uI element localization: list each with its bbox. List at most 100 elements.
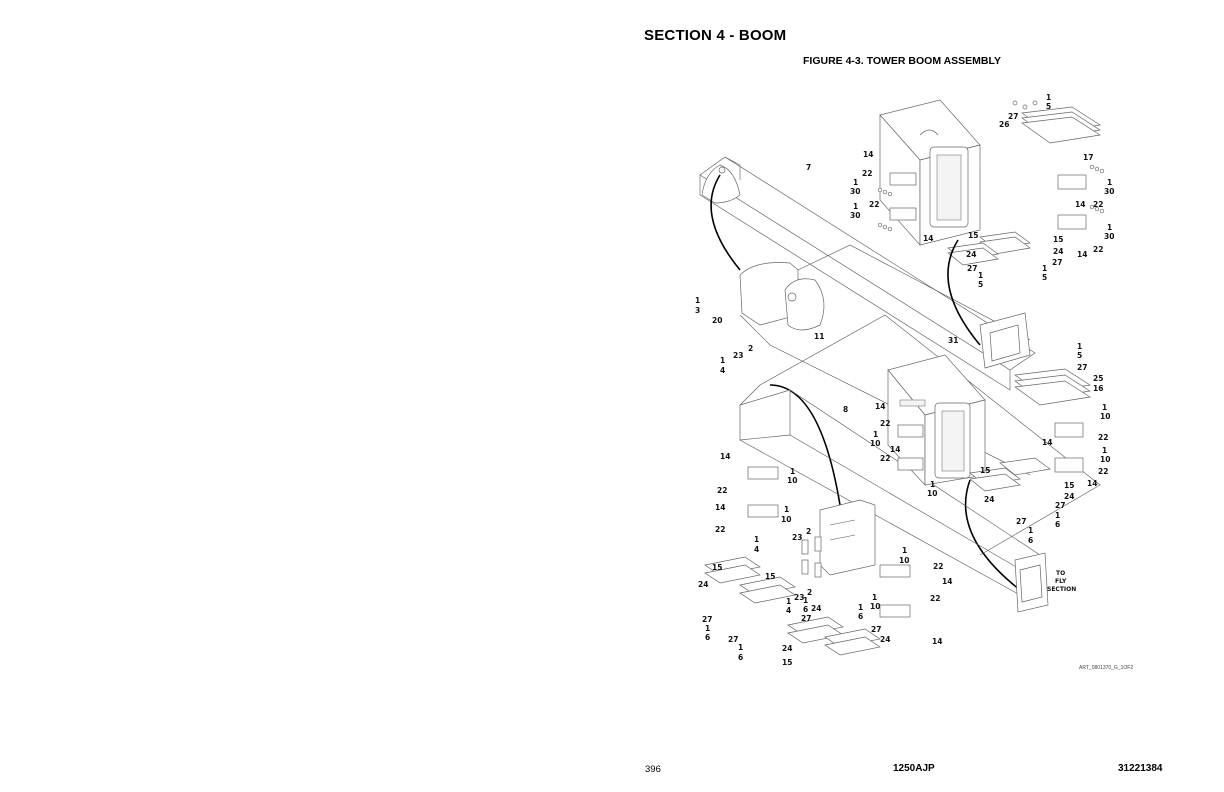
callout-number: 1: [1077, 342, 1082, 351]
callout-number: 27: [1055, 501, 1065, 510]
upper-wear-pads: [877, 100, 1105, 266]
callout-number: 14: [863, 150, 873, 159]
callout-number: 4: [786, 606, 791, 615]
callout-number: 2: [806, 527, 811, 536]
callout-number: 1: [1042, 264, 1047, 273]
model-name: 1250AJP: [893, 763, 935, 774]
callout-number: 1: [803, 596, 808, 605]
callout-number: 23: [792, 533, 802, 542]
page-number: 396: [645, 764, 661, 775]
callout-number: 14: [923, 234, 933, 243]
callout-number: 10: [781, 515, 791, 524]
callout-number: 6: [803, 605, 808, 614]
tower-boom-assembly-illustration: 1 5 27 26 17 14 22 1 30 1 30 22 14 1 30 …: [695, 93, 1114, 667]
callout-number: 14: [720, 452, 730, 461]
callout-number: 1: [786, 597, 791, 606]
callout-number: 22: [880, 454, 890, 463]
callout-number: 2: [748, 344, 753, 353]
callout-number: 30: [850, 187, 860, 196]
callout-number: 10: [870, 602, 880, 611]
callout-number: 22: [869, 200, 879, 209]
callout-number: 11: [814, 332, 824, 341]
callout-number: 1: [754, 535, 759, 544]
callout-number: 1: [858, 603, 863, 612]
callout-number: 22: [930, 594, 940, 603]
document-number: 31221384: [1118, 763, 1163, 774]
callout-number: 22: [717, 486, 727, 495]
callout-number: 22: [1098, 467, 1108, 476]
upper-boom-section: [699, 156, 1036, 476]
callout-number: 27: [801, 614, 811, 623]
callout-number: 27: [871, 625, 881, 634]
callout-number: 6: [705, 633, 710, 642]
callout-number: 27: [728, 635, 738, 644]
callout-number: 22: [933, 562, 943, 571]
callout-number: 10: [870, 439, 880, 448]
callout-number: 6: [858, 612, 863, 621]
callout-number: 15: [968, 231, 978, 240]
callout-number: 24: [966, 250, 976, 259]
callout-number: 10: [787, 476, 797, 485]
assembly-arrow: [769, 384, 841, 506]
callout-number: 5: [1042, 273, 1047, 282]
callout-number: 15: [712, 563, 722, 572]
callout-number: 16: [1093, 384, 1103, 393]
callout-number: 14: [1075, 200, 1085, 209]
callout-number: TO: [1056, 570, 1065, 577]
callout-number: 24: [984, 495, 994, 504]
callout-number: SECTION: [1047, 586, 1076, 593]
callout-number: 7: [806, 163, 811, 172]
callout-number: FLY: [1055, 578, 1067, 585]
callout-number: 26: [999, 120, 1009, 129]
callout-number: 1: [1028, 526, 1033, 535]
callout-number: 1: [1046, 93, 1051, 102]
callout-number: 10: [927, 489, 937, 498]
callout-number: 24: [811, 604, 821, 613]
callout-number: 30: [1104, 187, 1114, 196]
callout-number: 1: [705, 624, 710, 633]
callout-number: 1: [784, 505, 789, 514]
callout-number: 1: [902, 546, 907, 555]
callout-number: 27: [1077, 363, 1087, 372]
callout-number: 6: [1055, 520, 1060, 529]
callout-number: 1: [853, 178, 858, 187]
assembly-arrow: [710, 174, 741, 271]
callout-number: 24: [782, 644, 792, 653]
callout-number: 10: [899, 556, 909, 565]
figure-title: FIGURE 4-3. TOWER BOOM ASSEMBLY: [803, 55, 1001, 67]
callout-number: 20: [712, 316, 722, 325]
callout-number: 27: [967, 264, 977, 273]
callout-number: 15: [1064, 481, 1074, 490]
callout-number: 22: [1098, 433, 1108, 442]
lower-boom-section: [739, 314, 1101, 613]
callout-number: 10: [1100, 412, 1110, 421]
callout-number: 1: [695, 296, 700, 305]
callout-number: 22: [1093, 200, 1103, 209]
callout-number: 30: [850, 211, 860, 220]
callout-number: 25: [1093, 374, 1103, 383]
callout-number: 6: [738, 653, 743, 662]
lower-wear-pads: [704, 368, 1091, 656]
callout-number: 1: [853, 202, 858, 211]
callout-number: 1: [790, 467, 795, 476]
callout-number: 5: [1077, 351, 1082, 360]
callout-number: 14: [875, 402, 885, 411]
callout-number: 14: [1077, 250, 1087, 259]
callout-number: 5: [1046, 102, 1051, 111]
callout-number: 14: [932, 637, 942, 646]
callout-number: 15: [980, 466, 990, 475]
callout-number: 1: [720, 356, 725, 365]
callout-number: 2: [807, 588, 812, 597]
callout-number: 1: [1107, 223, 1112, 232]
callout-number: 15: [782, 658, 792, 667]
callout-number: 1: [872, 593, 877, 602]
callout-number: 22: [862, 169, 872, 178]
callout-number: 24: [880, 635, 890, 644]
callout-number: 4: [754, 545, 759, 554]
callout-number: 1: [1055, 511, 1060, 520]
art-reference-id: ART_0801370_G_1OF2: [1079, 665, 1134, 671]
callout-number: 22: [1093, 245, 1103, 254]
callout-number: 17: [1083, 153, 1093, 162]
callout-number: 27: [1052, 258, 1062, 267]
callout-number: 10: [1100, 455, 1110, 464]
